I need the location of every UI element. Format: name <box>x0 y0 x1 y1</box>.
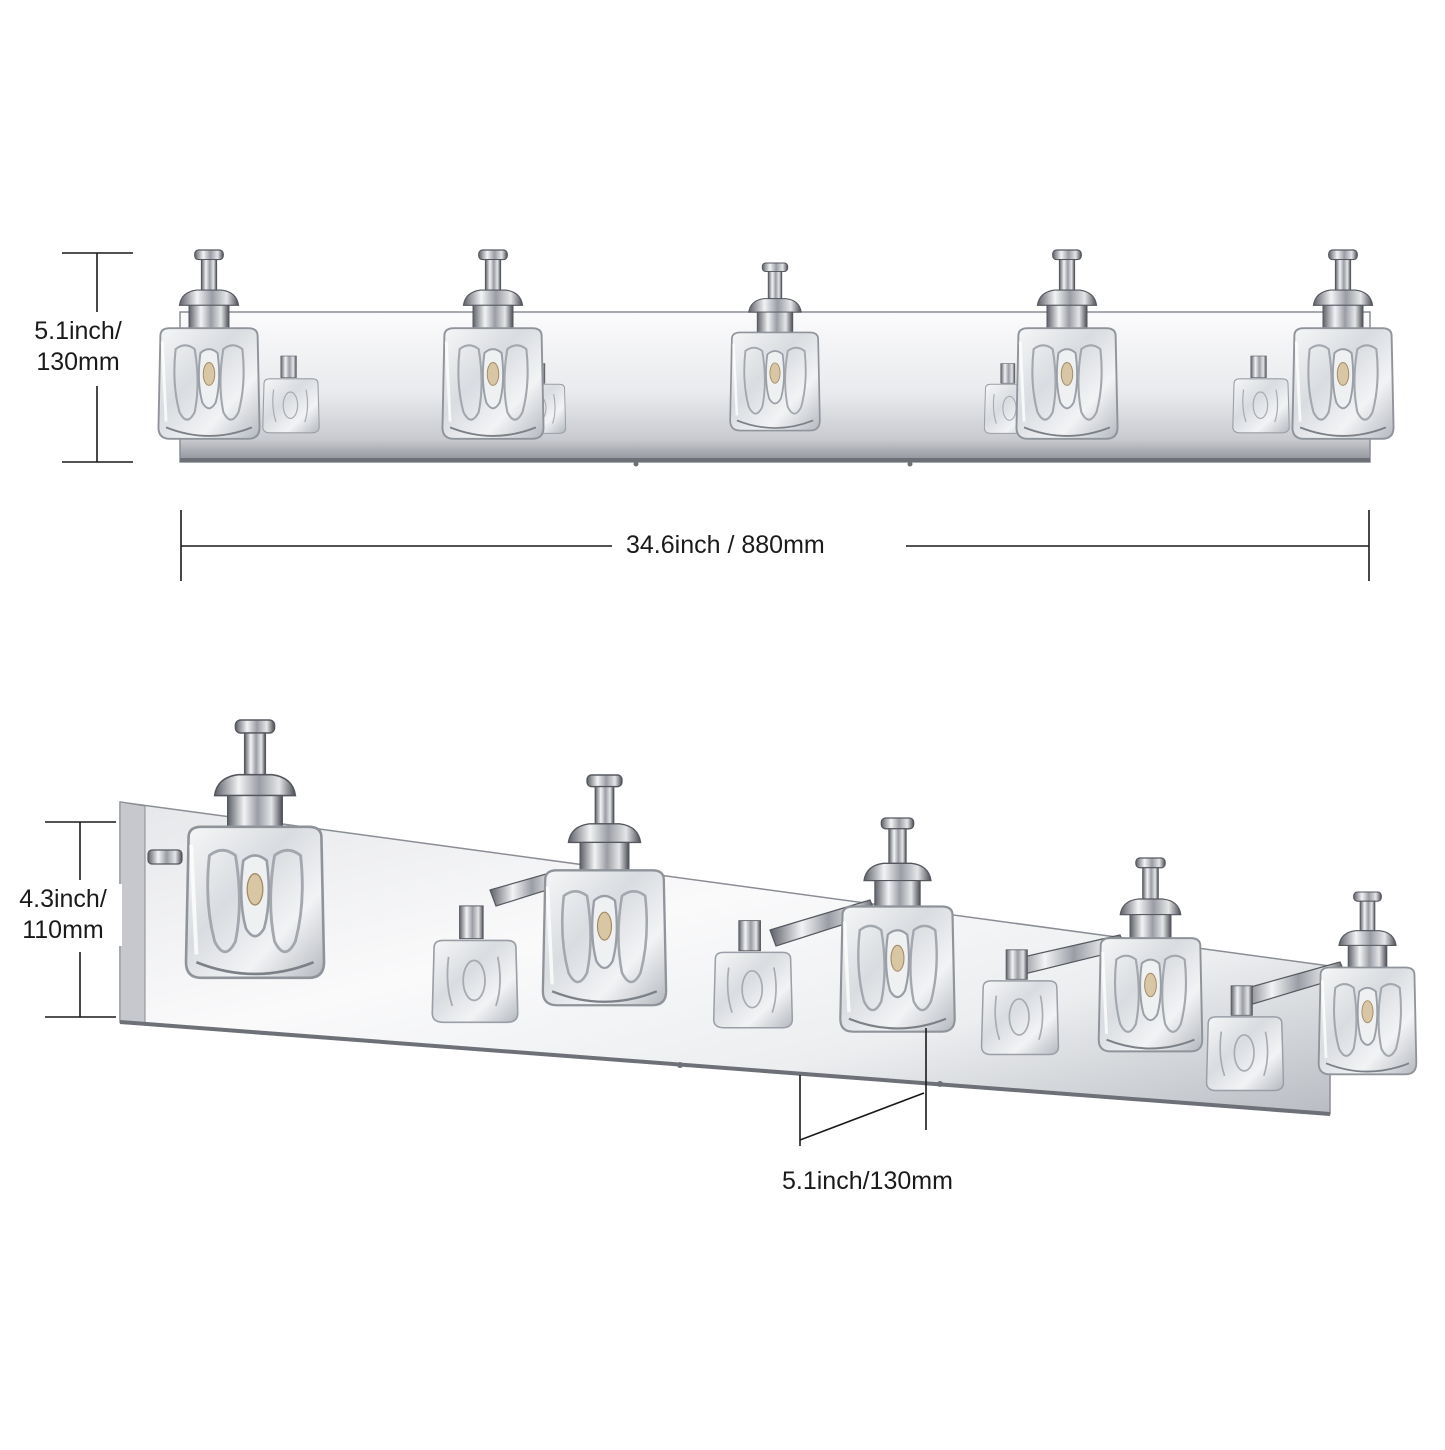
crystal-lamp-shade <box>1097 856 1204 1054</box>
angled-view-fixture <box>119 718 1418 1116</box>
crystal-lamp-shade <box>728 261 822 433</box>
mounting-screw-icon <box>907 461 913 467</box>
angled-height-label-line2: 110mm <box>22 916 104 944</box>
crystal-lamp-shade <box>156 248 262 441</box>
crystal-lamp-shade <box>440 248 546 441</box>
angled-height-label: 4.3inch/ 110mm <box>4 884 122 946</box>
crystal-lamp-shade <box>1290 248 1396 441</box>
angled-depth-label: 5.1inch/130mm <box>782 1166 953 1197</box>
angled-height-label-line1: 4.3inch/ <box>19 885 107 913</box>
crystal-lamp-shade <box>540 773 669 1008</box>
crystal-lamp-shade <box>838 816 957 1034</box>
mounting-screw-icon <box>937 1081 943 1087</box>
front-height-dimension <box>62 252 133 463</box>
front-height-label-line1: 5.1inch/ <box>34 317 122 345</box>
crystal-lamp-shade <box>1317 890 1418 1076</box>
front-width-dimension <box>180 510 1370 581</box>
angled-height-dimension <box>45 821 116 1018</box>
mounting-screw-icon <box>633 461 639 467</box>
front-width-label: 34.6inch / 880mm <box>620 530 831 561</box>
mounting-screw-icon <box>677 1062 683 1068</box>
front-view-fixture <box>156 248 1396 467</box>
angled-depth-dimension <box>799 1028 927 1146</box>
crystal-lamp-shade <box>1014 248 1120 441</box>
front-height-label-line2: 130mm <box>36 348 120 376</box>
crystal-lamp-shade <box>184 718 326 980</box>
front-height-label: 5.1inch/ 130mm <box>22 316 134 378</box>
